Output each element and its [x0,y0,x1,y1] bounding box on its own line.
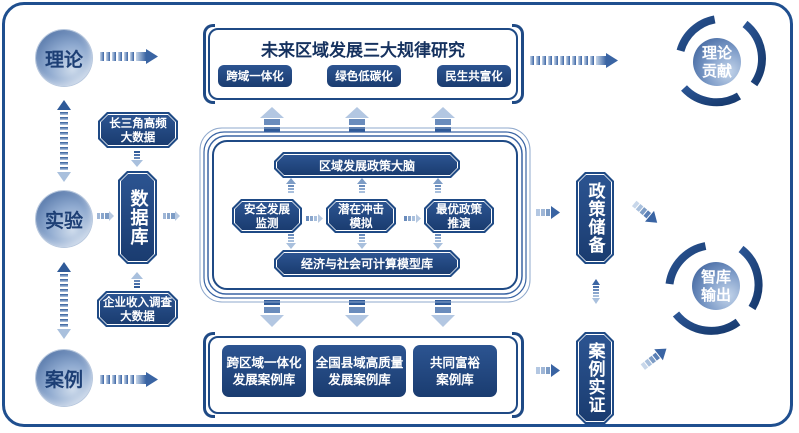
arrow-policy-case-bidirectional [592,279,600,304]
arrow-theory-to-research [100,49,158,64]
arrow-research-to-contribution [530,53,618,68]
step-shock-simulation: 潜在冲击 模拟 [326,199,396,233]
theory-contribution-label: 理论 贡献 [693,38,741,86]
policy-brain-label: 区域发展政策大脑 [277,155,457,175]
engine-inner-arrows [286,178,443,249]
policy-reserve-label: 政策储备 [579,175,611,261]
case-bracket-left [203,332,215,418]
case-validation-box: 案例实证 [576,332,614,424]
policy-brain-box: 区域发展政策大脑 [274,152,460,178]
arrow-top-data-to-database [131,151,143,167]
arrow-theory-experiment [57,100,71,182]
case-library-county: 全国县域高质量 发展案例库 [313,345,406,397]
research-panel [208,28,518,100]
arrow-case-to-libraries [100,372,158,387]
arrow-case-to-output [640,348,667,370]
arrows-engine-to-research [260,107,455,132]
arrow-experiment-to-database [97,211,114,221]
model-library-box: 经济与社会可计算模型库 [274,250,460,277]
database-label: 数据库 [121,174,154,261]
research-item-low-carbon: 绿色低碳化 [327,65,401,87]
source-yrd-big-data: 长三角高频 大数据 [98,112,178,148]
source-enterprise-survey: 企业收入调查 大数据 [97,291,178,327]
arrow-database-to-engine [163,211,180,221]
policy-reserve-box: 政策储备 [576,172,614,264]
node-theory: 理论 [36,30,92,86]
arrows-engine-to-case-libraries [260,300,455,327]
case-bracket-right [512,332,524,418]
step-security-monitoring: 安全发展 监测 [232,199,302,233]
step-optimal-policy: 最优政策 推演 [424,199,494,233]
case-validation-label: 案例实证 [579,335,611,421]
database-box: 数据库 [118,171,157,264]
node-theory-label: 理论 [44,48,83,71]
outer-frame [2,2,793,427]
research-item-integration: 跨域一体化 [218,65,292,87]
output-think-tank: 智库 输出 [664,234,768,338]
step-shock-simulation-label: 潜在冲击 模拟 [329,202,393,230]
arrow-policy-to-output [631,200,658,223]
ring-theory-contribution [676,15,766,107]
node-experiment: 实验 [36,191,92,247]
step-security-monitoring-label: 安全发展 监测 [235,202,299,230]
arrow-experiment-case [57,262,71,339]
arrow-bottom-data-to-database [131,272,143,288]
step-optimal-policy-label: 最优政策 推演 [427,202,491,230]
think-tank-output-label: 智库 输出 [692,262,740,310]
node-case: 案例 [36,350,92,406]
model-library-label: 经济与社会可计算模型库 [277,253,457,274]
research-bracket-right [512,24,524,104]
research-item-common-prosperity: 民生共富化 [437,65,511,87]
case-library-prosperity: 共同富裕 案例库 [413,345,497,397]
engine-frame-lines [199,127,531,303]
research-title: 未来区域发展三大规律研究 [261,41,465,61]
arrow-engine-to-policy-reserve [536,206,560,219]
output-theory-contribution: 理论 贡献 [665,10,769,114]
ring-think-tank-output [665,242,763,335]
node-experiment-label: 实验 [44,209,83,232]
research-bracket-left [203,24,215,104]
arrow-libraries-to-case-validation [536,364,560,377]
source-enterprise-survey-label: 企业收入调查 大数据 [100,294,175,324]
case-library-integration: 跨区域一体化 发展案例库 [222,345,306,397]
source-yrd-big-data-label: 长三角高频 大数据 [101,115,175,145]
node-case-label: 案例 [44,368,83,391]
